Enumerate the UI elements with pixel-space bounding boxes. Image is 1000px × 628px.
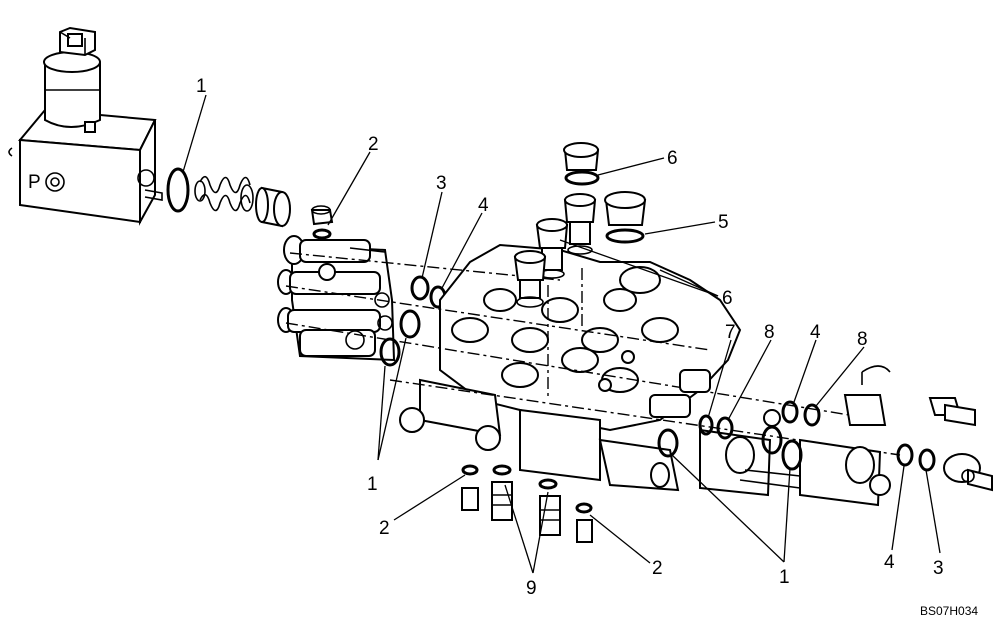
leader-lines — [182, 94, 941, 574]
callout-3: 3 — [933, 558, 944, 579]
port-p-label: P — [28, 172, 41, 193]
top-plug-6d — [513, 250, 547, 308]
callout-5: 5 — [718, 212, 729, 233]
relief-spring — [194, 175, 254, 212]
left-end-section — [277, 235, 396, 362]
o-ring-8b — [803, 403, 821, 427]
o-ring-1d — [761, 425, 783, 455]
callout-8: 8 — [764, 322, 775, 343]
callout-1: 1 — [196, 76, 207, 97]
callout-1: 1 — [367, 474, 378, 495]
relief-poppet — [255, 186, 291, 228]
solenoid-coil — [43, 26, 101, 133]
callout-9: 9 — [526, 578, 537, 599]
top-plug-6c — [535, 218, 569, 279]
callout-1: 1 — [779, 567, 790, 588]
callout-4: 4 — [810, 322, 821, 343]
o-ring-4b — [781, 400, 799, 424]
callout-4: 4 — [884, 552, 895, 573]
callout-2: 2 — [652, 558, 663, 579]
callout-6: 6 — [722, 288, 733, 309]
o-ring-7 — [698, 414, 714, 436]
o-ring-3 — [410, 275, 430, 301]
callout-3: 3 — [436, 173, 447, 194]
top-plug-5 — [604, 191, 647, 244]
centre-line-2 — [285, 285, 711, 351]
o-ring-1b — [379, 337, 401, 367]
callout-4: 4 — [478, 195, 489, 216]
centre-line-4 — [389, 379, 901, 456]
o-ring-1c — [657, 428, 679, 458]
o-ring-1e — [781, 439, 803, 471]
top-plug-6a — [563, 142, 600, 186]
callout-7: 7 — [725, 322, 736, 343]
right-spool-assembly — [649, 369, 891, 507]
small-plug-2 — [310, 205, 334, 240]
o-ring-4c — [896, 443, 914, 467]
o-ring-3b — [918, 448, 936, 472]
o-ring-8a — [716, 416, 734, 440]
callout-2: 2 — [379, 518, 390, 539]
callout-8: 8 — [857, 329, 868, 350]
o-ring-1a — [399, 309, 421, 339]
centre-line-3 — [285, 322, 881, 421]
callout-labels: 1 2 3 4 6 5 6 7 8 4 8 1 2 2 9 1 4 3 — [196, 76, 944, 599]
top-plug-6b — [563, 193, 597, 255]
main-valve-body — [399, 243, 742, 492]
o-ring-relief — [166, 167, 190, 213]
callout-6: 6 — [667, 148, 678, 169]
solenoid-connector-right — [843, 365, 993, 492]
callout-2: 2 — [368, 134, 379, 155]
relief-valve-block: P — [8, 108, 163, 226]
figure-reference-code: BS07H034 — [920, 604, 978, 618]
